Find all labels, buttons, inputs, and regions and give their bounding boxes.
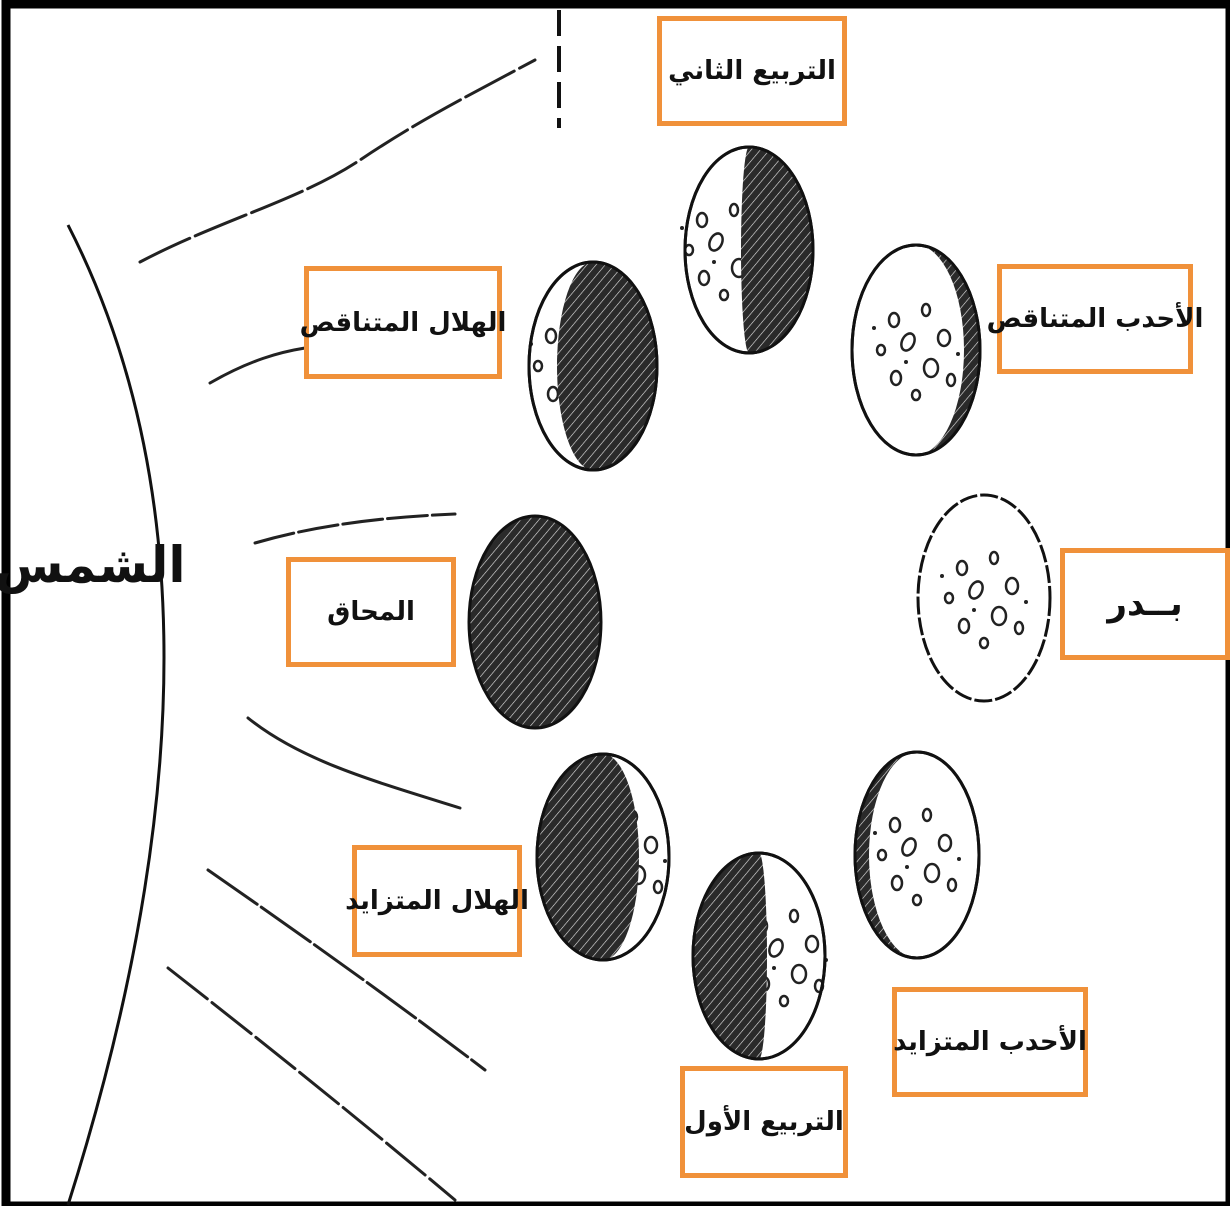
moon-new	[469, 516, 601, 728]
sun-label: الشمس	[20, 520, 160, 610]
label-full-moon: بــدر	[1060, 548, 1230, 660]
label-new-moon: المحاق	[286, 557, 456, 667]
sun-arc	[68, 225, 164, 1205]
moon-full	[918, 495, 1050, 701]
moon-first-quarter	[693, 853, 828, 1059]
label-waning-gibbous: الأحدب المتناقص	[997, 264, 1193, 374]
moon-waxing-gibbous	[855, 752, 979, 958]
label-waning-crescent: الهلال المتناقص	[304, 266, 502, 379]
moon-waxing-crescent	[537, 754, 669, 960]
moon-third-quarter	[680, 147, 813, 353]
moon-waning-gibbous	[852, 245, 980, 455]
label-waxing-gibbous: الأحدب المتزايد	[892, 987, 1088, 1097]
moon-waning-crescent	[529, 262, 657, 470]
label-waxing-crescent: الهلال المتزايد	[352, 845, 522, 957]
label-third-quarter: التربيع الثاني	[657, 16, 847, 126]
label-first-quarter: التربيع الأول	[680, 1066, 848, 1178]
